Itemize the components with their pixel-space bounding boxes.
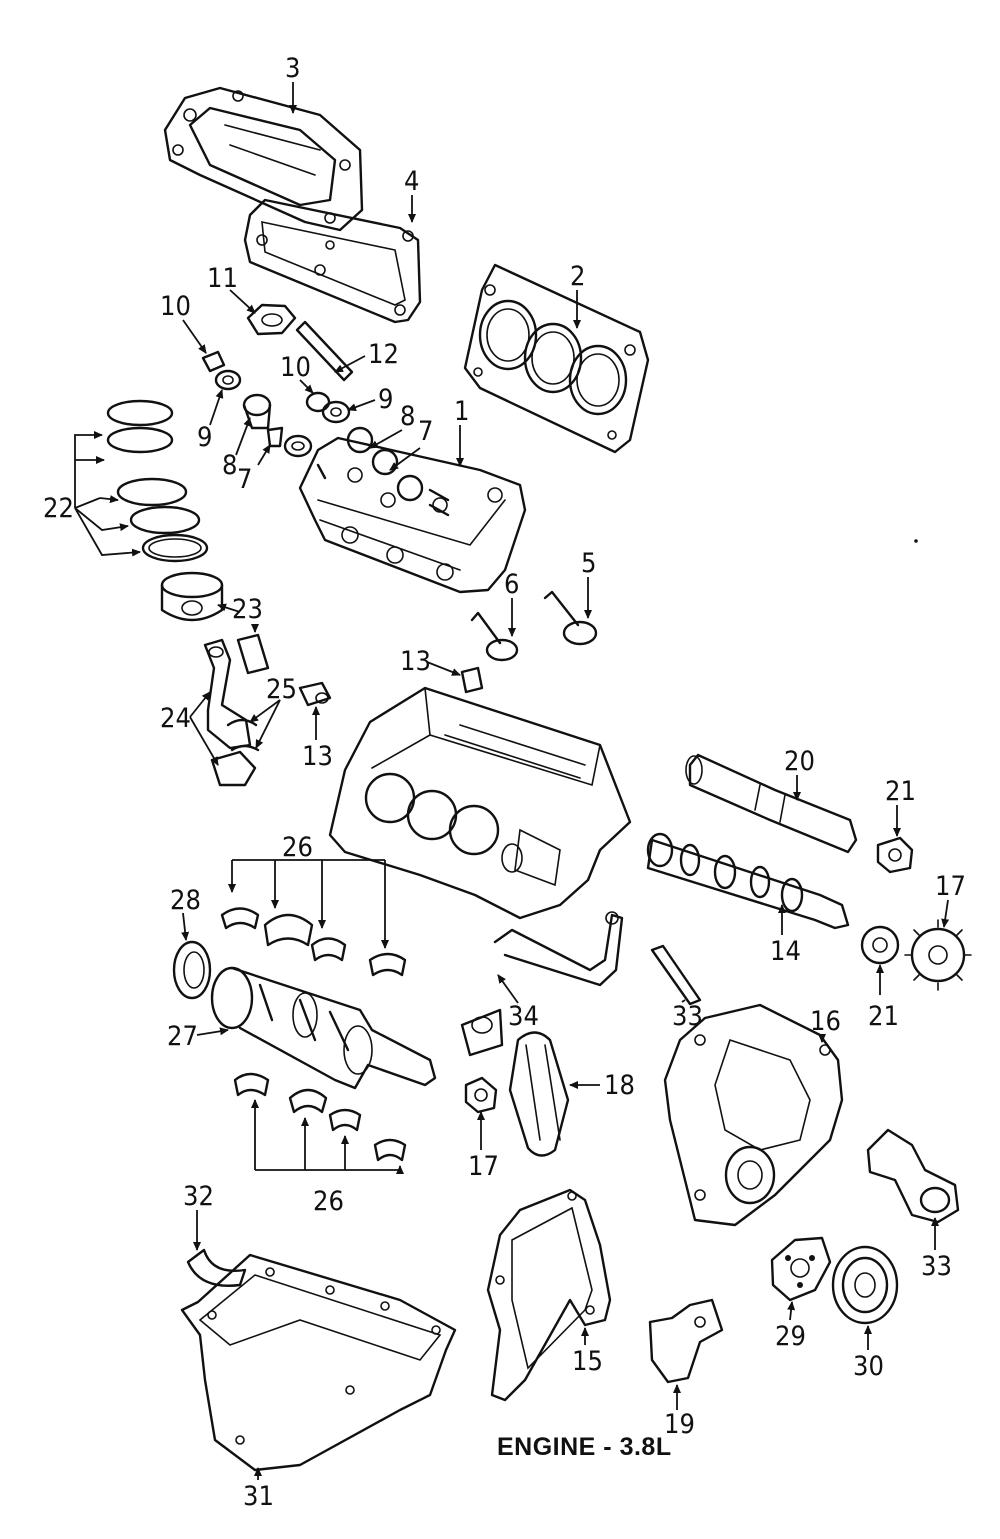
callout-18: 18 <box>604 1070 635 1101</box>
diagram-title: ENGINE - 3.8L <box>497 1433 672 1461</box>
crankshaft <box>210 966 437 1090</box>
pump-hub <box>770 1236 832 1302</box>
valve-spring-left <box>242 393 272 430</box>
callout-21-lower: 21 <box>868 1001 899 1032</box>
main-bearings-upper <box>220 907 407 977</box>
head-gasket <box>463 263 650 454</box>
intake-valve <box>543 590 598 646</box>
callout-17-lower: 17 <box>468 1151 499 1182</box>
callout-11: 11 <box>207 263 238 294</box>
balance-shaft <box>685 753 858 854</box>
oil-pan <box>180 1253 457 1472</box>
valve-keeper-right <box>305 391 331 413</box>
callout-19: 19 <box>664 1409 695 1440</box>
callout-3: 3 <box>285 53 300 84</box>
cylinder-head <box>298 426 527 594</box>
callout-1: 1 <box>454 396 469 427</box>
valve-cover <box>163 86 364 232</box>
crankshaft-seal <box>172 940 212 1000</box>
callout-2: 2 <box>570 261 585 292</box>
callout-29: 29 <box>775 1321 806 1352</box>
callout-25: 25 <box>266 674 297 705</box>
valve-keeper-left <box>201 350 226 373</box>
chain-tensioner <box>648 1298 724 1384</box>
cam-sprocket <box>904 919 972 991</box>
valve-spring-retainer-left <box>214 369 242 391</box>
callout-14: 14 <box>770 936 801 967</box>
callout-33-middle: 33 <box>672 1001 703 1032</box>
water-pump <box>866 1128 960 1224</box>
callout-7-right: 7 <box>418 416 433 447</box>
callout-26-bottom: 26 <box>313 1186 344 1217</box>
front-cover-gasket <box>486 1188 612 1402</box>
callout-15: 15 <box>572 1346 603 1377</box>
callout-34: 34 <box>508 1001 539 1032</box>
callout-4: 4 <box>404 166 419 197</box>
callout-9-left: 9 <box>197 422 212 453</box>
exhaust-valve <box>470 611 519 662</box>
callout-7-left: 7 <box>237 464 252 495</box>
callout-23: 23 <box>232 594 263 625</box>
callout-24: 24 <box>160 703 191 734</box>
crank-sprocket <box>464 1076 498 1114</box>
valve-spring-retainer-right <box>321 400 351 424</box>
lifter-top <box>460 666 484 694</box>
callout-20: 20 <box>784 746 815 777</box>
callout-16: 16 <box>810 1006 841 1037</box>
callout-labels: 1 2 3 4 5 6 7 7 8 8 9 9 10 10 11 12 13 1… <box>43 53 966 1512</box>
timing-chain <box>508 1031 570 1157</box>
piston-pin <box>236 633 270 675</box>
callout-12: 12 <box>368 339 399 370</box>
valve-seal-left <box>266 426 284 448</box>
callout-17-right: 17 <box>935 871 966 902</box>
callout-8-right: 8 <box>400 401 415 432</box>
piston <box>160 571 224 622</box>
camshaft <box>646 832 850 930</box>
guide-strip <box>650 944 702 1006</box>
leader-lines <box>74 82 950 1480</box>
balance-shaft-sprocket <box>876 836 914 874</box>
stray-mark <box>914 539 918 543</box>
callout-33-right: 33 <box>921 1251 952 1282</box>
callout-5: 5 <box>581 548 596 579</box>
callout-28: 28 <box>170 885 201 916</box>
rod-bearings <box>226 718 260 752</box>
callout-13-lower: 13 <box>302 741 333 772</box>
callout-6: 6 <box>504 569 519 600</box>
callout-10-right: 10 <box>280 352 311 383</box>
callout-30: 30 <box>853 1351 884 1382</box>
callout-26-top: 26 <box>282 832 313 863</box>
crank-pulley <box>831 1245 899 1325</box>
oil-pickup-tube <box>460 911 624 1057</box>
callout-31: 31 <box>243 1481 274 1512</box>
main-bearings-lower <box>233 1072 407 1162</box>
rear-main-seal <box>186 1248 247 1287</box>
callout-21-top: 21 <box>885 776 916 807</box>
callout-10-left: 10 <box>160 291 191 322</box>
front-cover <box>663 1003 844 1227</box>
push-rod <box>295 320 354 382</box>
callout-27: 27 <box>167 1021 198 1052</box>
rocker-arm <box>246 303 297 336</box>
callout-9-right: 9 <box>378 384 393 415</box>
valve-spring-right <box>283 434 313 458</box>
callout-8-left: 8 <box>222 450 237 481</box>
engine-block <box>328 686 632 920</box>
crank-gear <box>860 925 900 965</box>
callout-13-top: 13 <box>400 646 431 677</box>
connecting-rod <box>203 638 257 787</box>
callout-22: 22 <box>43 493 74 524</box>
valve-cover-gasket <box>243 198 422 324</box>
lifter-left <box>298 681 332 707</box>
piston-rings <box>106 399 209 563</box>
callout-32: 32 <box>183 1181 214 1212</box>
